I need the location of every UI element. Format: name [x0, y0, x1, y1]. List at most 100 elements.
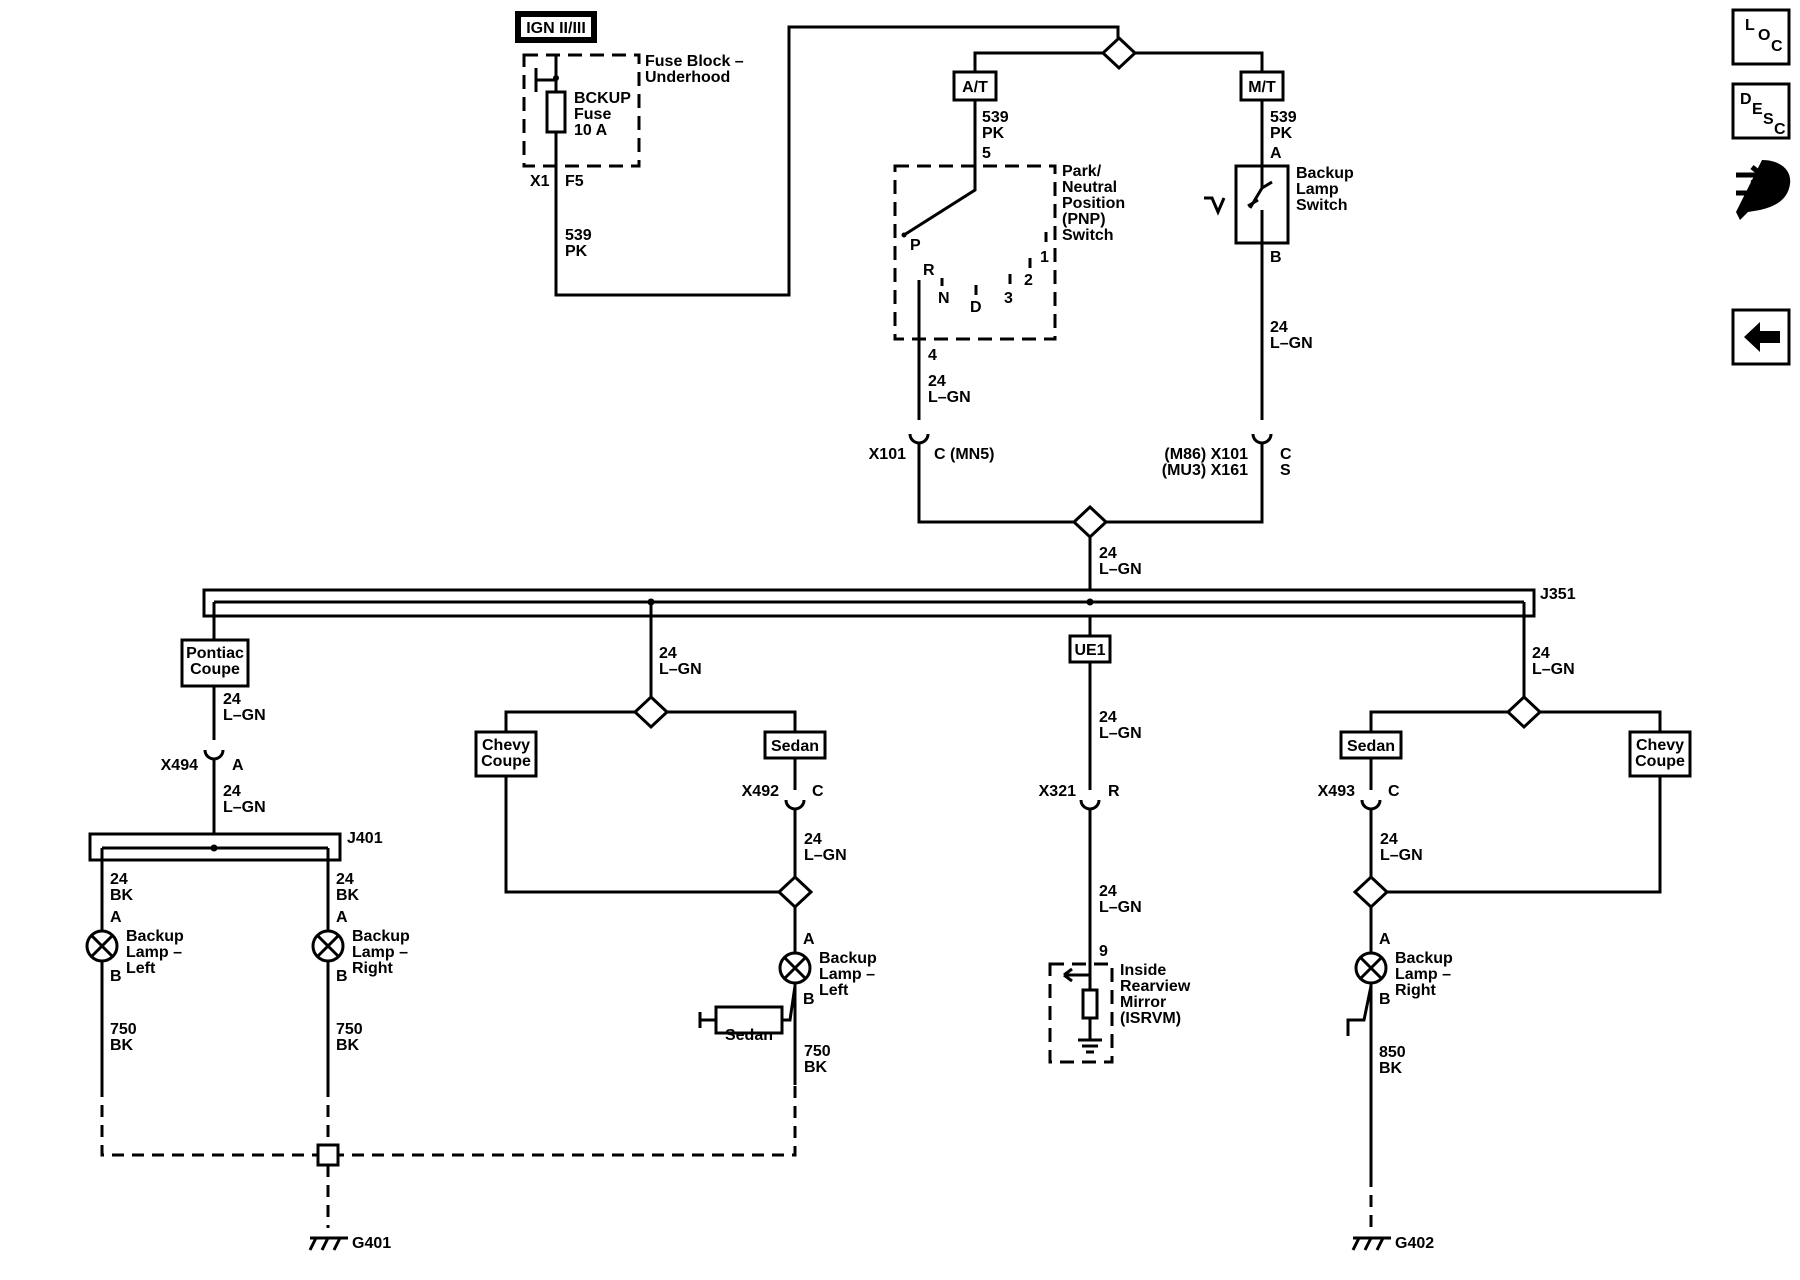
pnp-wire-num: 539 [982, 109, 1009, 126]
g401-label: G401 [352, 1235, 391, 1252]
fuse-block-label-1: Fuse Block – [645, 53, 744, 70]
wire-pk: PK [565, 243, 588, 260]
x493-label: X493 [1318, 783, 1355, 800]
pos-1: 1 [1040, 249, 1049, 266]
bls-conn-pin-s: S [1280, 462, 1291, 479]
power-source: IGN II/III Fuse Block – Underhood BCKUP … [515, 11, 1120, 297]
chevy-left-branch: 24 L–GN Chevy Coupe Sedan X492 C 24 L–GN… [474, 602, 877, 1085]
mirror-label-3: Mirror [1120, 994, 1166, 1011]
pontiac-wire2-num: 24 [223, 783, 241, 800]
bls-out-wire-num: 24 [1270, 319, 1288, 336]
bls-wire-color: PK [1270, 125, 1293, 142]
pontiac-left-wire-num: 24 [110, 871, 128, 888]
center-wire-num: 24 [1099, 545, 1117, 562]
pnp-label-3: Position [1062, 195, 1125, 212]
loc-l: L [1745, 17, 1755, 34]
x101-label: X101 [869, 446, 906, 463]
splice-diamond-chevy-left [632, 694, 670, 730]
pos-n: N [938, 290, 950, 307]
pos-d: D [970, 299, 982, 316]
chevy-right-coupe-1: Chevy [1636, 737, 1684, 754]
lamp-icon [778, 951, 812, 985]
pnp-pin-out: 4 [928, 347, 937, 364]
pontiac-left-pin-b: B [110, 968, 122, 985]
mirror-branch: UE1 24 L–GN X321 R 24 L–GN 9 Inside Rear… [1039, 616, 1191, 1064]
mirror-label-2: Rearview [1120, 978, 1191, 995]
pontiac-coupe-branch: Pontiac Coupe 24 L–GN X494 A 24 L–GN J40… [85, 616, 410, 1085]
chevy-left-wire-color: L–GN [659, 661, 702, 678]
pos-r: R [923, 262, 935, 279]
splice-diamond-chevy-left-lower [776, 874, 814, 910]
back-arrow-icon[interactable] [1731, 308, 1791, 366]
desc-button[interactable]: D E S C [1731, 82, 1791, 140]
fuse-block-label-2: Underhood [645, 69, 730, 86]
pontiac-left-lamp-2: Lamp – [126, 944, 182, 961]
desc-d: D [1740, 91, 1752, 108]
mirror-label-4: (ISRVM) [1120, 1010, 1181, 1027]
chevy-right-lamp-3: Right [1395, 982, 1437, 999]
pontiac-right-pin-b: B [336, 968, 348, 985]
fuse-block [522, 53, 641, 168]
x494-pin: A [232, 757, 244, 774]
option-mt-label: M/T [1248, 79, 1276, 96]
pontiac-left-pin-a: A [110, 909, 122, 926]
x1-label: X1 [530, 173, 550, 190]
connector-icon[interactable] [1736, 160, 1791, 220]
loc-button[interactable]: L O C [1731, 8, 1791, 66]
pontiac-right-lamp-3: Right [352, 960, 394, 977]
x494-label: X494 [161, 757, 198, 774]
central-splice: 24 L–GN J351 [202, 504, 1576, 618]
fuse-word: Fuse [574, 106, 611, 123]
mirror-wire1-num: 24 [1099, 709, 1117, 726]
desc-c: C [1774, 121, 1786, 138]
bls-pin-a: A [1270, 145, 1282, 162]
chevy-left-gnd-num: 750 [804, 1043, 831, 1060]
wire-539: 539 [565, 227, 592, 244]
pontiac-left-gnd-color: BK [110, 1037, 134, 1054]
pontiac-wire1-num: 24 [223, 691, 241, 708]
chevy-left-pin-b: B [803, 991, 815, 1008]
bls-label-1: Backup [1296, 165, 1354, 182]
pontiac-label-1: Pontiac [186, 645, 244, 662]
chevy-right-wire2-num: 24 [1380, 831, 1398, 848]
ign-label: IGN II/III [526, 20, 586, 37]
mirror-wire1-color: L–GN [1099, 725, 1142, 742]
chevy-right-gnd-num: 850 [1379, 1044, 1406, 1061]
mirror-wire2-num: 24 [1099, 883, 1117, 900]
option-mt [1239, 70, 1285, 102]
x492-label: X492 [742, 783, 779, 800]
isrvm-box [1048, 962, 1114, 1064]
chevy-right-wire-num: 24 [1532, 645, 1550, 662]
bls-label-2: Lamp [1296, 181, 1339, 198]
chevy-right-wire2-color: L–GN [1380, 847, 1423, 864]
pontiac-wire1-color: L–GN [223, 707, 266, 724]
x492-pin: C [812, 783, 824, 800]
sedan-tag [714, 1005, 784, 1035]
chevy-left-coupe-2: Coupe [481, 753, 531, 770]
bls-out-wire-color: L–GN [1270, 335, 1313, 352]
chevy-left-gnd-color: BK [804, 1059, 828, 1076]
ground-g402: G402 [1351, 1175, 1434, 1252]
pnp-out-wire-num: 24 [928, 373, 946, 390]
bls-label-3: Switch [1296, 197, 1348, 214]
x101-pin: C (MN5) [934, 446, 994, 463]
bls-pin-b: B [1270, 249, 1282, 266]
chevy-left-coupe-1: Chevy [482, 737, 530, 754]
sedan-tag-label: Sedan [725, 1027, 773, 1044]
pontiac-left-gnd-num: 750 [110, 1021, 137, 1038]
fuse-rating: 10 A [574, 122, 608, 139]
x101-m86-label: (M86) X101 [1164, 446, 1248, 463]
ground-icon [1078, 1038, 1102, 1054]
lamp-icon [85, 929, 119, 963]
chevy-right-lamp-2: Lamp – [1395, 966, 1451, 983]
option-chevy-coupe-right [1628, 730, 1692, 778]
desc-s: S [1763, 111, 1774, 128]
pontiac-wire2-color: L–GN [223, 799, 266, 816]
pontiac-label-2: Coupe [190, 661, 240, 678]
splice-diamond-chevy-right [1505, 694, 1543, 730]
chevy-left-sedan: Sedan [771, 738, 819, 755]
pontiac-left-lamp-3: Left [126, 960, 156, 977]
transmission-split: A/T M/T [952, 35, 1285, 102]
pos-2: 2 [1024, 272, 1033, 289]
